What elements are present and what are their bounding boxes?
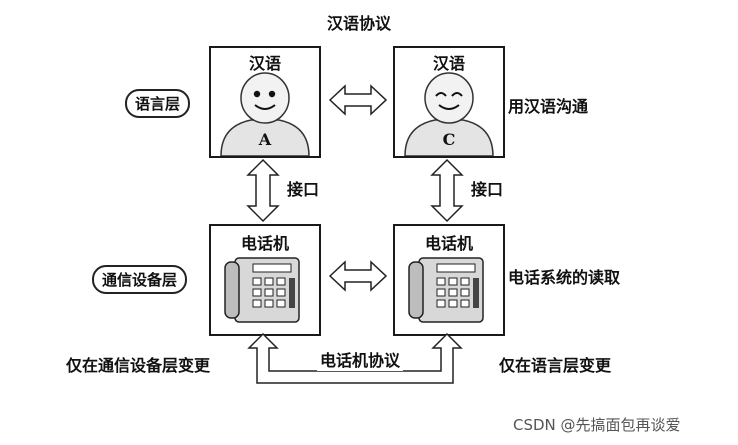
communicate-label: 用汉语沟通	[508, 97, 589, 116]
interface-right-label: 接口	[471, 180, 504, 199]
bottom-u-arrow	[247, 332, 463, 384]
person-c-icon	[404, 72, 494, 156]
top-double-arrow	[328, 84, 388, 116]
language-layer-label: 语言层	[125, 89, 191, 118]
person-c-letter: C	[442, 130, 456, 149]
left-vertical-arrow	[246, 158, 280, 223]
person-a-box: 汉语 A	[209, 46, 321, 158]
telephone-icon	[224, 257, 300, 323]
phone-right-title: 电话机	[424, 234, 473, 253]
comm-layer-label: 通信设备层	[92, 265, 188, 294]
person-a-icon	[220, 72, 310, 156]
bottom-right-label: 仅在语言层变更	[499, 356, 612, 375]
person-a-title: 汉语	[248, 54, 281, 73]
top-protocol-label: 汉语协议	[327, 14, 392, 33]
phone-left-box: 电话机	[209, 224, 321, 336]
bottom-left-label: 仅在通信设备层变更	[66, 356, 211, 375]
middle-double-arrow	[328, 260, 388, 292]
watermark: CSDN @先搞面包再谈爱	[513, 416, 681, 434]
bottom-protocol-label: 电话机协议	[317, 347, 404, 371]
phone-system-label: 电话系统的读取	[508, 268, 621, 287]
person-a-letter: A	[258, 130, 272, 149]
person-c-box: 汉语 C	[393, 46, 505, 158]
telephone-icon	[408, 257, 484, 323]
phone-left-title: 电话机	[240, 234, 289, 253]
right-vertical-arrow	[430, 158, 464, 223]
person-c-title: 汉语	[432, 54, 465, 73]
phone-right-box: 电话机	[393, 224, 505, 336]
interface-left-label: 接口	[287, 180, 320, 199]
